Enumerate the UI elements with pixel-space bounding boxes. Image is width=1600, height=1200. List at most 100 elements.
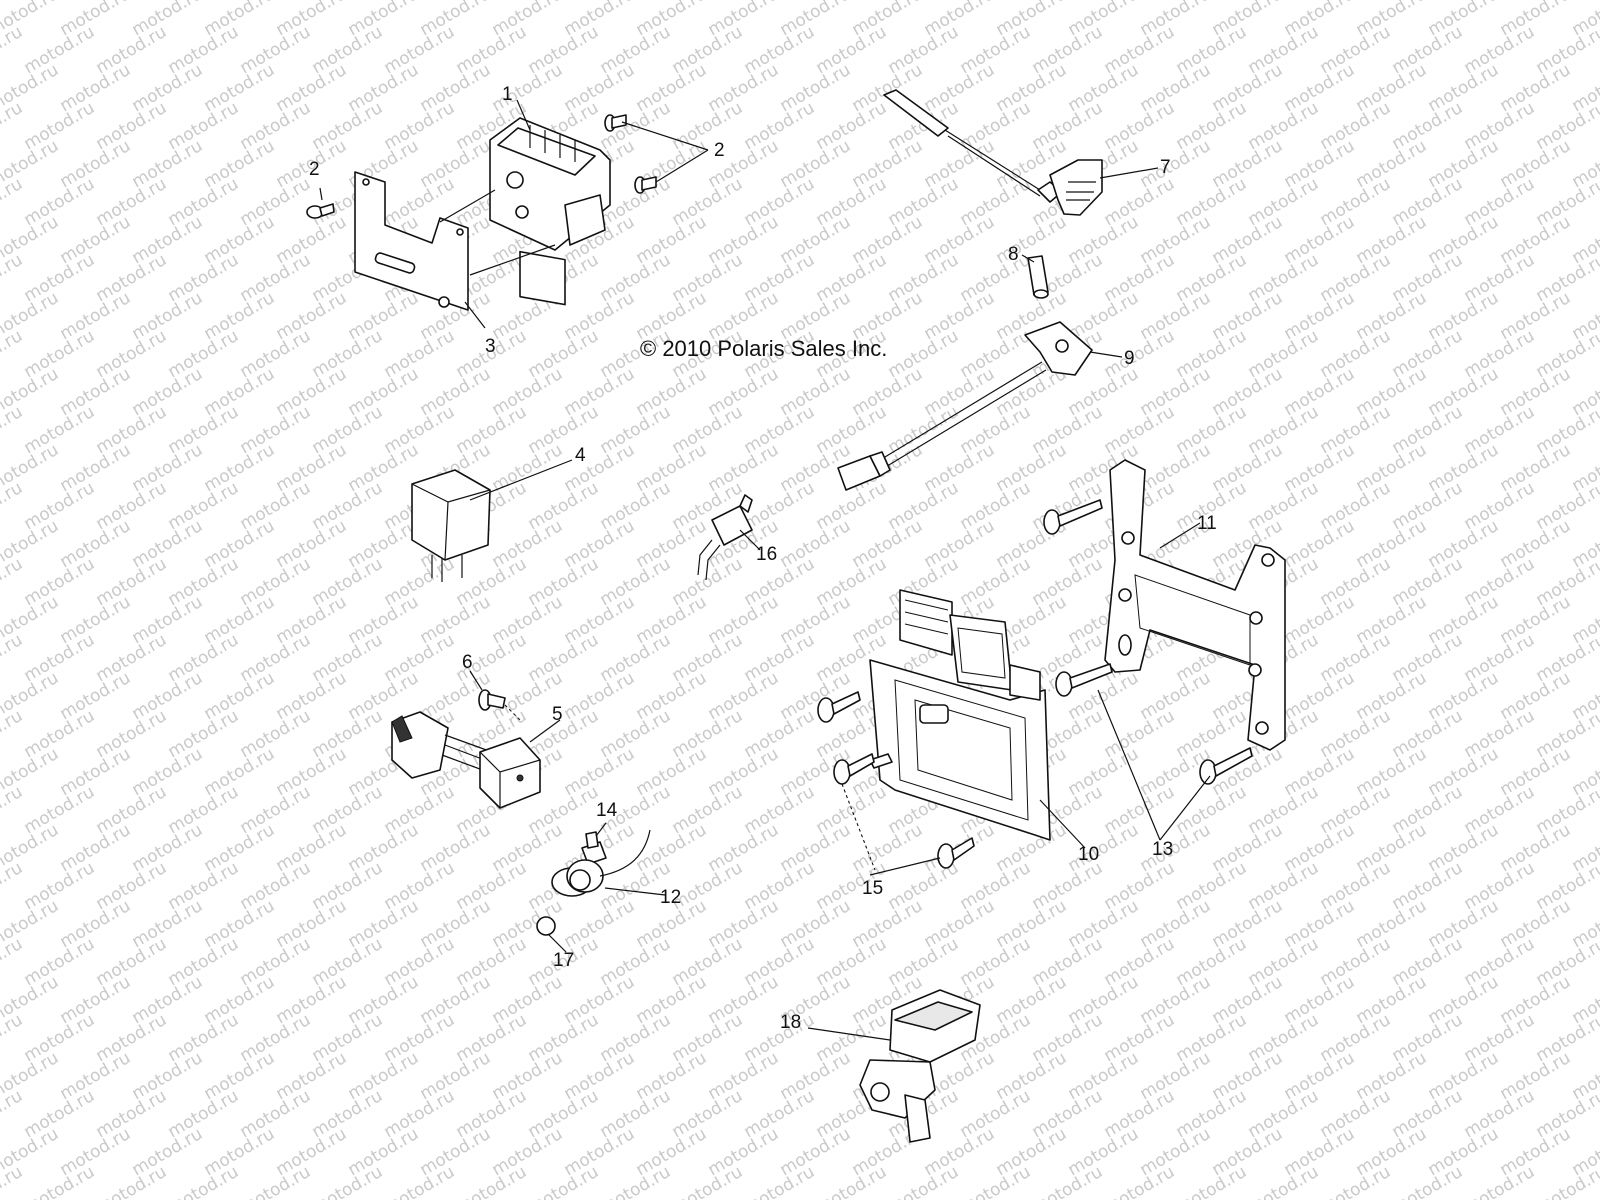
watermark-text: motod.ru xyxy=(381,402,459,458)
callout-5: 5 xyxy=(552,704,563,725)
watermark-text: motod.ru xyxy=(273,1124,351,1180)
watermark-text: motod.ru xyxy=(345,820,423,876)
watermark-text: motod.ru xyxy=(1065,896,1143,952)
watermark-text: motod.ru xyxy=(381,934,459,990)
watermark-text: motod.ru xyxy=(633,60,711,116)
watermark-text: motod.ru xyxy=(1461,174,1539,230)
watermark-text: motod.ru xyxy=(1497,592,1575,648)
watermark-text: motod.ru xyxy=(309,782,387,838)
watermark-text: motod.ru xyxy=(21,478,99,534)
callout-16: 16 xyxy=(756,544,777,565)
watermark-text: motod.ru xyxy=(1533,1162,1600,1200)
watermark-text: motod.ru xyxy=(741,858,819,914)
watermark-text: motod.ru xyxy=(1425,136,1503,192)
watermark-text: motod.ru xyxy=(345,60,423,116)
watermark-text: motod.ru xyxy=(1461,1010,1539,1066)
watermark-text: motod.ru xyxy=(741,1086,819,1142)
watermark-text: motod.ru xyxy=(1317,858,1395,914)
watermark-text: motod.ru xyxy=(273,212,351,268)
watermark-text: motod.ru xyxy=(1317,22,1395,78)
watermark-text: motod.ru xyxy=(633,744,711,800)
watermark-text: motod.ru xyxy=(777,1124,855,1180)
watermark-text: motod.ru xyxy=(417,60,495,116)
watermark-text: motod.ru xyxy=(1461,250,1539,306)
watermark-text: motod.ru xyxy=(345,972,423,1028)
watermark-text: motod.ru xyxy=(1497,440,1575,496)
callout-1: 1 xyxy=(502,84,513,105)
watermark-text: motod.ru xyxy=(597,706,675,762)
watermark-text: motod.ru xyxy=(1173,934,1251,990)
watermark-text: motod.ru xyxy=(129,516,207,572)
watermark-text: motod.ru xyxy=(237,326,315,382)
watermark-text: motod.ru xyxy=(417,364,495,420)
watermark-text: motod.ru xyxy=(237,478,315,534)
watermark-text: motod.ru xyxy=(1137,364,1215,420)
watermark-text: motod.ru xyxy=(57,896,135,952)
watermark-text: motod.ru xyxy=(0,934,26,990)
watermark-text: motod.ru xyxy=(777,212,855,268)
watermark-text: motod.ru xyxy=(309,1010,387,1066)
watermark-text: motod.ru xyxy=(1317,1010,1395,1066)
watermark-text: motod.ru xyxy=(1173,402,1251,458)
watermark-text: motod.ru xyxy=(993,896,1071,952)
watermark-text: motod.ru xyxy=(1029,1086,1107,1142)
watermark-text: motod.ru xyxy=(1317,630,1395,686)
watermark-text: motod.ru xyxy=(165,782,243,838)
watermark-text: motod.ru xyxy=(1209,1048,1287,1104)
watermark-text: motod.ru xyxy=(1317,250,1395,306)
watermark-text: motod.ru xyxy=(597,934,675,990)
watermark-text: motod.ru xyxy=(93,706,171,762)
watermark-text: motod.ru xyxy=(309,554,387,610)
watermark-text: motod.ru xyxy=(1281,212,1359,268)
callout-15: 15 xyxy=(862,878,883,899)
watermark-text: motod.ru xyxy=(21,554,99,610)
watermark-text: motod.ru xyxy=(129,212,207,268)
watermark-text: motod.ru xyxy=(1281,820,1359,876)
watermark-text: motod.ru xyxy=(489,516,567,572)
watermark-text: motod.ru xyxy=(813,782,891,838)
watermark-text: motod.ru xyxy=(1281,972,1359,1028)
watermark-text: motod.ru xyxy=(381,1086,459,1142)
watermark-text: motod.ru xyxy=(201,364,279,420)
watermark-text: motod.ru xyxy=(273,896,351,952)
watermark-text: motod.ru xyxy=(0,98,26,154)
watermark-text: motod.ru xyxy=(921,212,999,268)
watermark-text: motod.ru xyxy=(957,98,1035,154)
watermark-text: motod.ru xyxy=(777,820,855,876)
watermark-text: motod.ru xyxy=(1065,1048,1143,1104)
watermark-text: motod.ru xyxy=(1245,22,1323,78)
watermark-text: motod.ru xyxy=(309,402,387,458)
watermark-text: motod.ru xyxy=(885,22,963,78)
watermark-text: motod.ru xyxy=(309,706,387,762)
watermark-text: motod.ru xyxy=(921,1124,999,1180)
watermark-text: motod.ru xyxy=(309,478,387,534)
watermark-text: motod.ru xyxy=(1281,592,1359,648)
watermark-text: motod.ru xyxy=(0,858,26,914)
watermark-text: motod.ru xyxy=(345,440,423,496)
watermark-text: motod.ru xyxy=(1173,22,1251,78)
watermark-text: motod.ru xyxy=(21,250,99,306)
watermark-text: motod.ru xyxy=(489,1048,567,1104)
watermark-text: motod.ru xyxy=(1389,1010,1467,1066)
callout-9: 9 xyxy=(1124,348,1135,369)
watermark-text: motod.ru xyxy=(201,516,279,572)
watermark-text: motod.ru xyxy=(129,744,207,800)
watermark-text: motod.ru xyxy=(669,782,747,838)
watermark-text: motod.ru xyxy=(597,554,675,610)
watermark-text: motod.ru xyxy=(453,402,531,458)
watermark-text: motod.ru xyxy=(237,706,315,762)
watermark-text: motod.ru xyxy=(1173,98,1251,154)
watermark-text: motod.ru xyxy=(525,402,603,458)
watermark-text: motod.ru xyxy=(0,22,26,78)
watermark-text: motod.ru xyxy=(633,1048,711,1104)
watermark-text: motod.ru xyxy=(165,250,243,306)
watermark-text: motod.ru xyxy=(93,22,171,78)
watermark-text: motod.ru xyxy=(525,478,603,534)
watermark-text: motod.ru xyxy=(1497,136,1575,192)
watermark-text: motod.ru xyxy=(669,402,747,458)
watermark-text: motod.ru xyxy=(705,668,783,724)
watermark-text: motod.ru xyxy=(705,896,783,952)
watermark-text: motod.ru xyxy=(993,1048,1071,1104)
watermark-text: motod.ru xyxy=(1281,60,1359,116)
watermark-text: motod.ru xyxy=(237,858,315,914)
